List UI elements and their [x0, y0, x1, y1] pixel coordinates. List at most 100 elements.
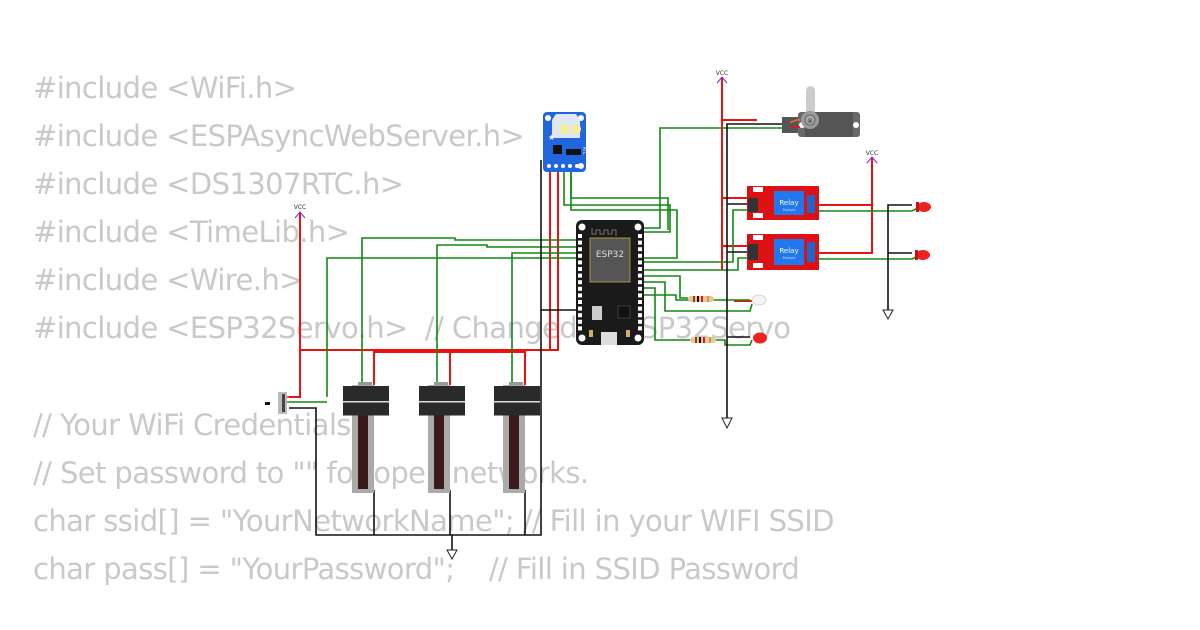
relay-sub: Module	[783, 256, 796, 260]
wires-signal	[326, 127, 919, 397]
slide-potentiometer-2[interactable]	[419, 382, 465, 493]
wires-ground	[289, 123, 912, 550]
ground-icon	[721, 417, 733, 430]
esp32-pin[interactable]	[578, 247, 582, 252]
esp32-pin[interactable]	[638, 240, 642, 245]
wire-pot2-power	[374, 351, 451, 385]
vcc-label: VCC	[866, 150, 878, 157]
vcc-label: VCC	[716, 70, 728, 77]
wire-led1-signal-b	[642, 281, 753, 312]
esp32-pin[interactable]	[638, 313, 642, 318]
wire-servo-signal	[642, 127, 782, 229]
wire-led-gnd-right	[887, 204, 912, 310]
slide-switch[interactable]	[265, 392, 327, 414]
esp32-pin[interactable]	[638, 319, 642, 324]
esp32-pin[interactable]	[578, 260, 582, 265]
antenna-icon	[591, 228, 617, 236]
esp32-pin[interactable]	[578, 273, 582, 278]
wire-led1-signal-a	[642, 275, 688, 299]
esp32-pin[interactable]	[578, 240, 582, 245]
esp32-pin[interactable]	[638, 234, 642, 238]
code-line: char ssid[] = "YourNetworkName"; // Fill…	[33, 503, 834, 538]
wire-pot3-signal	[511, 252, 576, 385]
wire-pot2-signal	[436, 244, 576, 385]
pot-knob[interactable]	[494, 402, 540, 416]
esp32-pin[interactable]	[638, 306, 642, 311]
pot-knob[interactable]	[343, 402, 389, 416]
esp32-pin[interactable]	[578, 286, 582, 291]
vcc-label: VCC	[294, 204, 306, 211]
wire-relay1-in	[642, 209, 748, 263]
esp32-pin[interactable]	[638, 280, 642, 285]
esp32-pin[interactable]	[638, 247, 642, 252]
esp32-pin[interactable]	[578, 319, 582, 324]
esp32-pin[interactable]	[638, 293, 642, 298]
relay-label: Relay	[779, 247, 798, 255]
wire-gnd-bus	[289, 309, 578, 536]
led-red-relay1[interactable]	[916, 202, 931, 212]
code-line: // Your WiFi Credentials.	[33, 407, 360, 442]
esp32-pin[interactable]	[578, 234, 582, 238]
led-red-relay2[interactable]	[915, 250, 930, 260]
esp32-board[interactable]: ESP32	[576, 220, 644, 345]
wire-rtc-sda	[563, 165, 671, 233]
esp32-pin[interactable]	[638, 267, 642, 271]
wire-rtc-scl	[570, 165, 678, 259]
wire-servo-gnd	[726, 123, 782, 418]
ground-icon	[882, 309, 894, 321]
slide-potentiometer-1[interactable]	[343, 382, 389, 493]
pot-knob[interactable]	[419, 402, 465, 416]
vcc-symbol-left: VCC	[294, 204, 306, 219]
esp32-pin[interactable]	[578, 326, 582, 331]
relay-module-2[interactable]: Relay Module	[747, 234, 819, 270]
wire-relay2-led	[818, 255, 919, 260]
rtc-label: RTC	[582, 147, 587, 155]
code-line: #include <TimeLib.h>	[33, 215, 350, 250]
code-line: char pass[] = "YourPassword"; // Fill in…	[33, 551, 800, 586]
code-line: #include <DS1307RTC.h>	[33, 167, 404, 202]
esp32-pin[interactable]	[578, 280, 582, 285]
code-background: #include <WiFi.h> #include <ESPAsyncWebS…	[33, 66, 834, 595]
wire-switch-signal	[326, 257, 576, 397]
esp32-pin[interactable]	[638, 300, 642, 304]
led-red-esp[interactable]	[753, 332, 767, 344]
slide-potentiometer-3[interactable]	[494, 382, 540, 493]
wire-vcc-left	[299, 160, 559, 351]
esp32-pin[interactable]	[638, 253, 642, 258]
esp32-pin[interactable]	[578, 293, 582, 298]
code-line: #include <ESPAsyncWebServer.h>	[33, 119, 525, 154]
wire-relay1-led	[818, 207, 919, 212]
esp32-pin[interactable]	[578, 313, 582, 318]
esp32-label: ESP32	[596, 250, 624, 260]
resistor-1[interactable]	[688, 296, 714, 302]
wire-led2-signal	[642, 287, 690, 341]
vcc-symbol-servo: VCC	[716, 70, 728, 84]
servo-screw-icon: ⊗	[807, 117, 813, 125]
usb-port	[601, 332, 617, 345]
wire-relay1-com	[818, 158, 873, 206]
esp32-pin[interactable]	[638, 286, 642, 291]
code-line: #include <Wire.h>	[33, 263, 303, 298]
wire-pot1-signal	[361, 237, 576, 385]
esp32-pin[interactable]	[638, 273, 642, 278]
wire-pot1-power	[300, 349, 375, 385]
esp32-pin[interactable]	[578, 306, 582, 311]
wire-relay2-com	[818, 205, 873, 254]
code-line: #include <WiFi.h>	[33, 71, 297, 105]
wire-pot3-power	[450, 351, 526, 385]
esp32-pin[interactable]	[638, 260, 642, 265]
rtc-module[interactable]: ★ RTC	[543, 112, 587, 172]
wire-switch-power	[289, 350, 301, 398]
esp32-pin[interactable]	[578, 300, 582, 304]
esp32-pin[interactable]	[638, 326, 642, 331]
resistor-2[interactable]	[690, 337, 716, 343]
relay-module-1[interactable]: Relay Module	[747, 186, 819, 220]
esp32-pin[interactable]	[578, 253, 582, 258]
led-white[interactable]	[751, 294, 767, 306]
ground-icon	[446, 549, 458, 561]
esp32-pin[interactable]	[578, 267, 582, 271]
star-icon: ★	[548, 133, 555, 142]
code-line: #include <ESP32Servo.h> // Changed to ES…	[33, 311, 791, 346]
servo-motor[interactable]: ⊗	[782, 86, 860, 137]
